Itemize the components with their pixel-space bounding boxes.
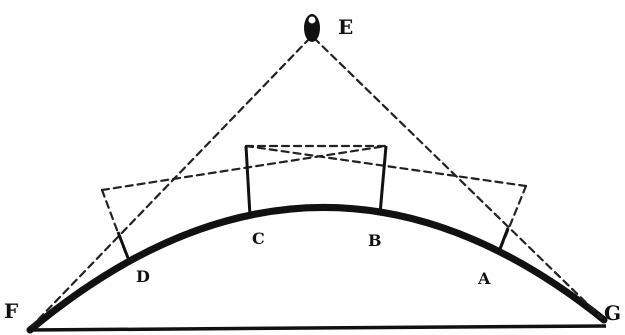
label-b: B [368,231,382,250]
label-c: C [252,229,265,248]
label-e: E [338,15,353,39]
label-g: G [604,301,621,325]
label-f: F [4,299,18,323]
dashed-top-left-to-right [100,144,388,192]
post-b [378,145,388,215]
sightline-e-g [312,36,604,320]
dashed-top-right-to-left [244,144,528,188]
post-a-upper [498,184,528,252]
label-d: D [136,267,150,286]
post-c [244,145,252,217]
post-d-lower [116,231,130,259]
base-chord-fg [27,324,607,332]
sightline-e-f [30,36,312,328]
post-d-upper [100,188,128,256]
label-a: A [477,269,491,288]
curved-surface-arc [26,203,608,334]
eye-icon [304,14,320,42]
post-a-lower [496,227,510,255]
